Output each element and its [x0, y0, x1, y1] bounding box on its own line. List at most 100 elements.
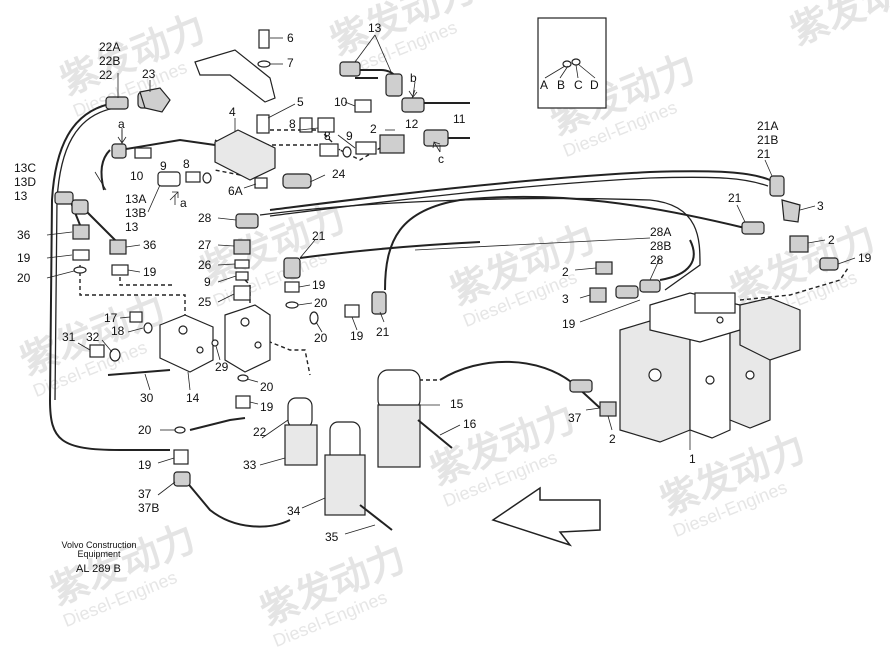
leader — [374, 34, 393, 75]
callout-9a: 9 — [346, 129, 353, 143]
valve-cap — [694, 292, 736, 314]
callout-36a: 36 — [17, 228, 31, 242]
leader — [799, 205, 816, 211]
inset-leader — [559, 65, 569, 79]
callout-19f: 19 — [138, 458, 152, 472]
callout-7: 7 — [287, 56, 294, 70]
fitting-25 — [233, 285, 251, 301]
fitting-2 — [595, 261, 613, 275]
inset-label-c: C — [574, 78, 583, 92]
leader — [119, 316, 131, 319]
elbow-13A — [71, 199, 89, 215]
callout-37b: 37 — [568, 411, 582, 425]
port — [254, 341, 262, 349]
callout-8a-2: 8 — [324, 129, 331, 143]
dashed-return-line — [79, 265, 186, 320]
leader — [837, 257, 856, 265]
washer-20b — [285, 301, 299, 309]
arrow-c — [432, 141, 441, 153]
inset-leader — [577, 63, 596, 79]
callout-13-top: 13 — [368, 21, 382, 35]
inset-leader — [544, 65, 566, 79]
port — [196, 346, 204, 354]
nut-19c — [284, 281, 300, 293]
port — [705, 375, 715, 385]
hose-37 — [439, 360, 601, 409]
leader — [77, 342, 91, 351]
leader-lines — [46, 34, 856, 535]
leader — [344, 101, 356, 107]
valve-block-4 — [214, 129, 276, 181]
fitting-3 — [589, 287, 607, 303]
leader — [299, 239, 316, 259]
fitting — [354, 99, 372, 113]
fitting-36b — [109, 239, 127, 255]
leader — [249, 401, 259, 405]
fitting — [317, 117, 335, 133]
leader — [298, 284, 311, 288]
callout-3b: 3 — [817, 199, 824, 213]
callout-17: 17 — [104, 311, 118, 325]
callout-20c: 20 — [314, 331, 328, 345]
callout-19c: 19 — [312, 278, 326, 292]
callout-20d: 20 — [260, 380, 274, 394]
arrow-b — [408, 81, 418, 98]
direction-arrow — [491, 486, 601, 547]
callout-14: 14 — [186, 391, 200, 405]
leader — [414, 237, 651, 251]
hose-end — [639, 279, 661, 293]
callout-labels: 22A 22B 22 23 6 7 13 5 4 b 10 11 12 c 8 … — [14, 21, 872, 544]
callout-21A: 21A — [757, 119, 778, 133]
elbow-23 — [139, 87, 171, 113]
callout-1: 1 — [689, 452, 696, 466]
inset-label-b: B — [557, 78, 565, 92]
watermark: 紫发动力 Diesel-Engines — [444, 216, 601, 331]
bracket — [194, 49, 276, 103]
leader — [46, 231, 73, 236]
leader — [217, 217, 237, 221]
washer-20c — [309, 311, 319, 325]
callout-9b: 9 — [160, 159, 167, 173]
fitting — [105, 96, 129, 110]
callout-13: 13 — [14, 189, 28, 203]
callout-25: 25 — [198, 295, 212, 309]
caption-block: Volvo Construction Equipment AL 289 B — [61, 540, 136, 575]
solenoid-body-33 — [284, 424, 318, 466]
caption-line1: Volvo Construction — [61, 540, 136, 550]
leader — [736, 204, 746, 223]
leader — [259, 457, 286, 466]
tee-fitting — [379, 134, 405, 154]
screw-29 — [211, 339, 219, 347]
callout-b: b — [410, 71, 417, 85]
valve-body-15 — [377, 404, 421, 468]
hose-end-21 — [741, 221, 765, 235]
washer-18 — [143, 322, 153, 334]
callout-13C: 13C — [14, 161, 36, 175]
callout-29: 29 — [215, 360, 229, 374]
callout-6: 6 — [287, 31, 294, 45]
sleeve — [256, 114, 270, 134]
leader — [579, 294, 591, 299]
leader — [217, 244, 235, 247]
fitting-28 — [235, 213, 259, 229]
fitting — [111, 143, 127, 159]
plug-17 — [129, 311, 143, 323]
callout-34: 34 — [287, 504, 301, 518]
callout-a1: a — [118, 117, 125, 131]
callout-27: 27 — [198, 238, 212, 252]
callout-15: 15 — [450, 397, 464, 411]
leader — [351, 316, 358, 331]
port — [716, 316, 724, 324]
bolt — [258, 29, 270, 49]
callout-2b: 2 — [609, 432, 616, 446]
callout-13A: 13A — [125, 192, 146, 206]
hose-28-right — [659, 239, 695, 281]
elbow-13 — [339, 61, 361, 77]
solenoid-22 — [287, 397, 313, 429]
callout-24: 24 — [332, 167, 346, 181]
callout-2c: 2 — [562, 265, 569, 279]
nut-6A — [254, 177, 268, 189]
callout-36b: 36 — [143, 238, 157, 252]
callout-21b: 21 — [376, 325, 390, 339]
caption-code: AL 289 B — [76, 563, 121, 575]
